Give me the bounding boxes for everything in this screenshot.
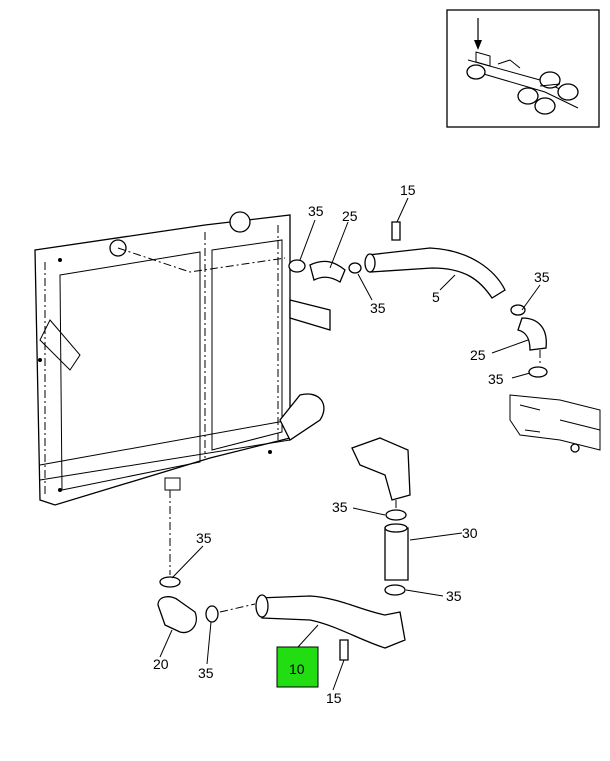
leader-lines [159,197,541,691]
elbow-25-b [517,317,547,351]
callout-35-c: 35 [534,269,550,285]
clamp-35-f [384,584,406,596]
clamp-35-d [528,366,548,378]
bolt-15-top [391,221,401,241]
callout-25-b: 25 [470,347,486,363]
bolt-holes [38,258,272,492]
callout-25-a: 25 [342,208,358,224]
callout-35-e: 35 [332,499,348,515]
callout-15-bottom: 15 [326,690,342,706]
callout-35-b: 35 [370,300,386,316]
callout-30: 30 [462,525,478,541]
thermostat-housing [351,437,411,501]
tube-30 [384,527,409,581]
bolt-15-bottom [339,639,349,661]
callouts: 15 35 25 35 5 35 25 35 35 30 35 35 20 35… [153,182,550,706]
callout-35-a: 35 [308,203,324,219]
locator-inset [446,9,600,128]
highlight-part-10 [276,646,319,688]
arrow-icon [474,18,482,50]
clamp-35-g [159,576,181,588]
callout-15-top: 15 [400,182,416,198]
clamp-35-h [205,605,219,623]
upper-hose-5 [367,247,506,299]
lower-hose-10 [257,595,406,649]
elbow-20 [157,596,197,634]
callout-5: 5 [432,289,440,305]
callout-35-f: 35 [446,588,462,604]
callout-35-d: 35 [488,371,504,387]
lower-hose-group [157,437,411,661]
callout-10: 10 [289,661,305,677]
truck-chassis-icon [466,51,579,115]
clamp-35-c [510,304,526,316]
callout-20: 20 [153,656,169,672]
elbow-25-a [309,260,346,283]
clamp-35-a [288,259,306,273]
callout-35-h: 35 [198,665,214,681]
callout-35-g: 35 [196,530,212,546]
radiator [34,211,331,506]
clamp-35-b [348,262,362,274]
upper-hose-group [288,221,601,453]
clamp-35-e [385,509,407,521]
